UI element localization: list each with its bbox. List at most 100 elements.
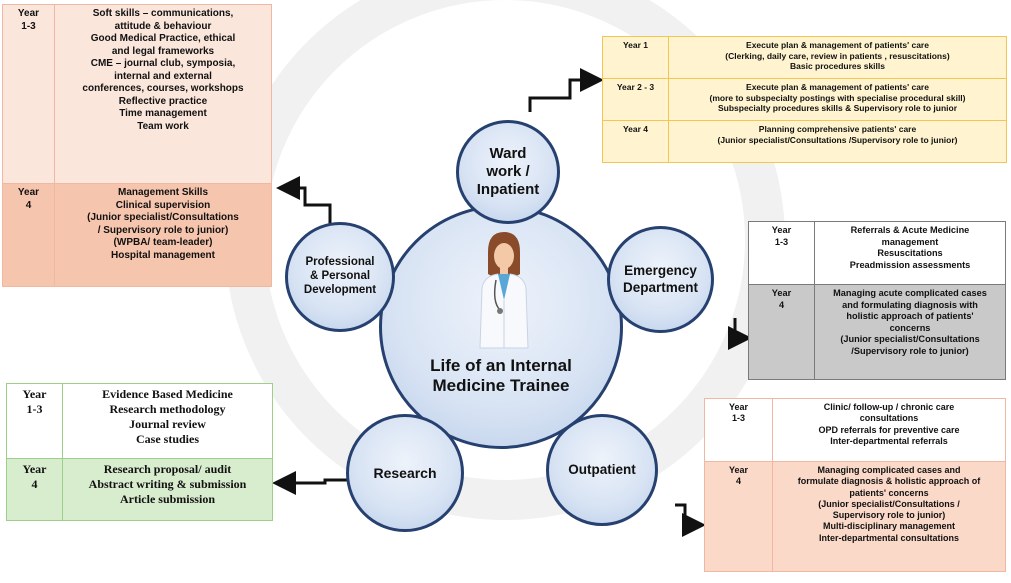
year-range: 1-3: [21, 20, 36, 32]
content-line: and legal frameworks: [111, 45, 215, 57]
year-label: Year: [22, 387, 47, 401]
arrow-professional-to-table: [276, 176, 332, 226]
year-cell: Year 1: [602, 36, 669, 79]
research-circle: Research: [346, 414, 464, 532]
table-row: Year 4 Planning comprehensive patients' …: [602, 120, 1007, 163]
content-line: consultations: [859, 413, 919, 424]
circle-label: Ward: [489, 145, 527, 162]
content-line: concerns: [889, 322, 931, 333]
content-line: (Junior specialist/Consultations /Superv…: [717, 134, 958, 145]
table-row: Year 1-3 Clinic/ follow-up / chronic car…: [704, 398, 1006, 462]
professional-development-circle: Professional & Personal Development: [285, 222, 395, 332]
ward-work-table: Year 1 Execute plan & management of pati…: [602, 36, 1007, 163]
arrow-ward-to-table: [528, 68, 604, 112]
content-cell: Execute plan & management of patients' c…: [668, 78, 1007, 121]
arrow-emergency-to-table: [728, 318, 752, 350]
content-line: Planning comprehensive patients' care: [758, 124, 917, 134]
research-table: Year 1-3 Evidence Based Medicine Researc…: [6, 383, 273, 521]
year-range: 4: [25, 199, 32, 211]
circle-label: Inpatient: [476, 181, 540, 198]
table-row: Year 1-3 Referrals & Acute Medicine mana…: [748, 221, 1006, 285]
table-row: Year 1-3 Evidence Based Medicine Researc…: [6, 383, 273, 459]
arrow-outpatient-to-table: [675, 503, 706, 537]
circle-label: Department: [622, 279, 698, 295]
table-row: Year 1 Execute plan & management of pati…: [602, 36, 1007, 79]
content-line: Reflective practice: [118, 95, 208, 107]
content-line: Time management: [119, 108, 207, 119]
year-cell: Year 1-3: [6, 383, 63, 459]
content-line: Abstract writing & submission: [88, 477, 247, 491]
content-line: internal and external: [114, 70, 212, 82]
year-range: 1-3: [731, 413, 745, 424]
content-line: conferences, courses, workshops: [82, 83, 244, 94]
content-cell: Research proposal/ audit Abstract writin…: [62, 458, 273, 521]
year-cell: Year 4: [6, 458, 63, 521]
content-cell: Soft skills – communications, attitude &…: [54, 4, 272, 184]
content-line: Execute plan & management of patients' c…: [746, 40, 929, 50]
content-line: Hospital management: [111, 249, 215, 261]
content-line: Case studies: [135, 432, 199, 446]
circle-label: Emergency: [624, 263, 697, 279]
content-line: (Junior specialist/Consultations: [840, 334, 980, 344]
content-line: /Supervisory role to junior): [851, 345, 969, 356]
year-cell: Year 4: [748, 284, 815, 380]
emergency-department-table: Year 1-3 Referrals & Acute Medicine mana…: [748, 221, 1006, 380]
year-cell: Year 4: [602, 120, 669, 163]
circle-label: & Personal: [309, 270, 371, 283]
content-line: Journal review: [129, 417, 206, 431]
year-range: 4: [735, 476, 741, 487]
content-cell: Management Skills Clinical supervision (…: [54, 183, 272, 287]
content-line: holistic approach of patients': [846, 311, 974, 321]
content-line: Inter-departmental referrals: [830, 435, 948, 446]
content-line: (Junior specialist/Consultations: [87, 212, 239, 223]
year-label: Year: [17, 8, 40, 19]
table-row: Year 4 Managing acute complicated cases …: [748, 284, 1006, 380]
professional-development-table: Year 1-3 Soft skills – communications, a…: [2, 4, 272, 287]
content-line: Research proposal/ audit: [103, 462, 232, 476]
circle-label: Development: [303, 283, 377, 296]
outpatient-table: Year 1-3 Clinic/ follow-up / chronic car…: [704, 398, 1006, 572]
year-range: 1-3: [26, 402, 43, 416]
content-line: (Junior specialist/Consultations /: [818, 498, 960, 509]
year-label: Year: [728, 465, 749, 475]
content-line: Article submission: [119, 492, 215, 506]
table-row: Year 4 Management Skills Clinical superv…: [2, 183, 272, 287]
content-line: Basic procedures skills: [790, 61, 885, 72]
year-label: Year: [771, 225, 792, 235]
content-line: Subspecialty procedures skills & Supervi…: [717, 103, 958, 114]
year-cell: Year 1-3: [704, 398, 773, 462]
content-cell: Clinic/ follow-up / chronic care consult…: [772, 398, 1006, 462]
outpatient-circle: Outpatient: [546, 414, 658, 526]
circle-label: Research: [373, 464, 437, 481]
year-range: 1-3: [774, 236, 789, 247]
year-label: Year: [728, 402, 749, 412]
year-cell: Year 2 - 3: [602, 78, 669, 121]
content-line: Referrals & Acute Medicine: [850, 225, 970, 235]
content-line: (Clerking, daily care, review in patient…: [725, 50, 950, 61]
content-line: management: [881, 236, 939, 247]
content-line: Soft skills – communications,: [92, 8, 234, 19]
content-line: Clinic/ follow-up / chronic care: [823, 402, 955, 412]
table-row: Year 4 Managing complicated cases and fo…: [704, 461, 1006, 572]
content-line: formulate diagnosis & holistic approach …: [797, 476, 981, 487]
year-cell: Year 4: [704, 461, 773, 572]
circle-label: Professional: [305, 256, 375, 269]
content-cell: Managing acute complicated cases and for…: [814, 284, 1006, 380]
content-line: OPD referrals for preventive care: [818, 424, 960, 435]
center-circle: Life of an Internal Medicine Trainee: [379, 205, 623, 449]
content-cell: Referrals & Acute Medicine management Re…: [814, 221, 1006, 285]
content-cell: Evidence Based Medicine Research methodo…: [62, 383, 273, 459]
content-line: Execute plan & management of patients' c…: [746, 82, 929, 92]
arrow-research-to-table: [272, 471, 352, 495]
content-line: Supervisory role to junior): [832, 510, 946, 520]
content-cell: Planning comprehensive patients' care (J…: [668, 120, 1007, 163]
table-row: Year 2 - 3 Execute plan & management of …: [602, 78, 1007, 121]
year-label: Year: [17, 187, 40, 198]
year-range: 4: [778, 299, 785, 310]
center-title: Life of an Internal Medicine Trainee: [382, 356, 620, 397]
content-line: attitude & behaviour: [114, 20, 212, 32]
circle-label: work /: [486, 163, 530, 180]
content-line: Managing complicated cases and: [817, 465, 961, 475]
doctor-icon: [479, 232, 529, 349]
